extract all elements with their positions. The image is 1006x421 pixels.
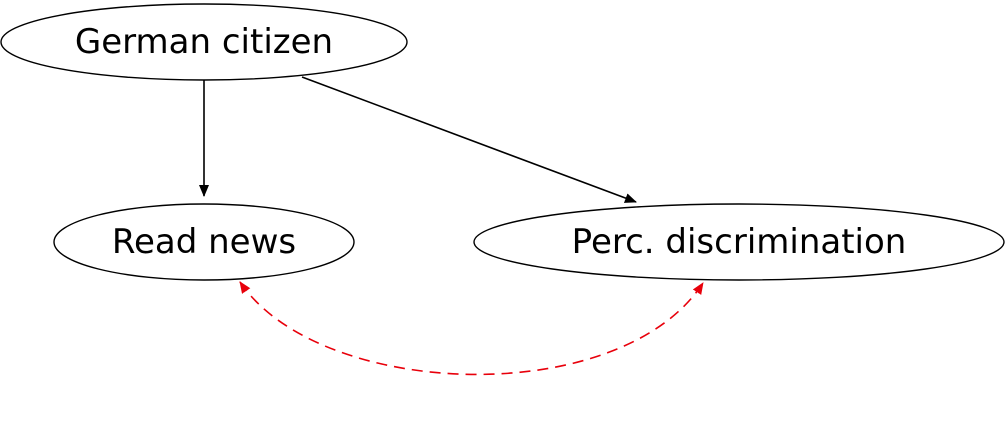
node-german-citizen-label: German citizen — [75, 22, 333, 62]
node-read-news-shape — [53, 203, 355, 281]
node-perc-discrimination-shape — [473, 203, 1005, 281]
node-read-news-label: Read news — [112, 222, 296, 262]
node-read-news[interactable]: Read news — [53, 203, 355, 281]
node-german-citizen-shape — [0, 3, 408, 81]
node-perc-discrimination-label: Perc. discrimination — [572, 222, 907, 262]
node-perc-discrimination[interactable]: Perc. discrimination — [473, 203, 1005, 281]
edge-read-news-perc-discrimination-bidirected — [239, 281, 704, 376]
node-german-citizen[interactable]: German citizen — [0, 3, 408, 81]
edge-german-citizen-to-perc-discrimination — [301, 76, 637, 203]
